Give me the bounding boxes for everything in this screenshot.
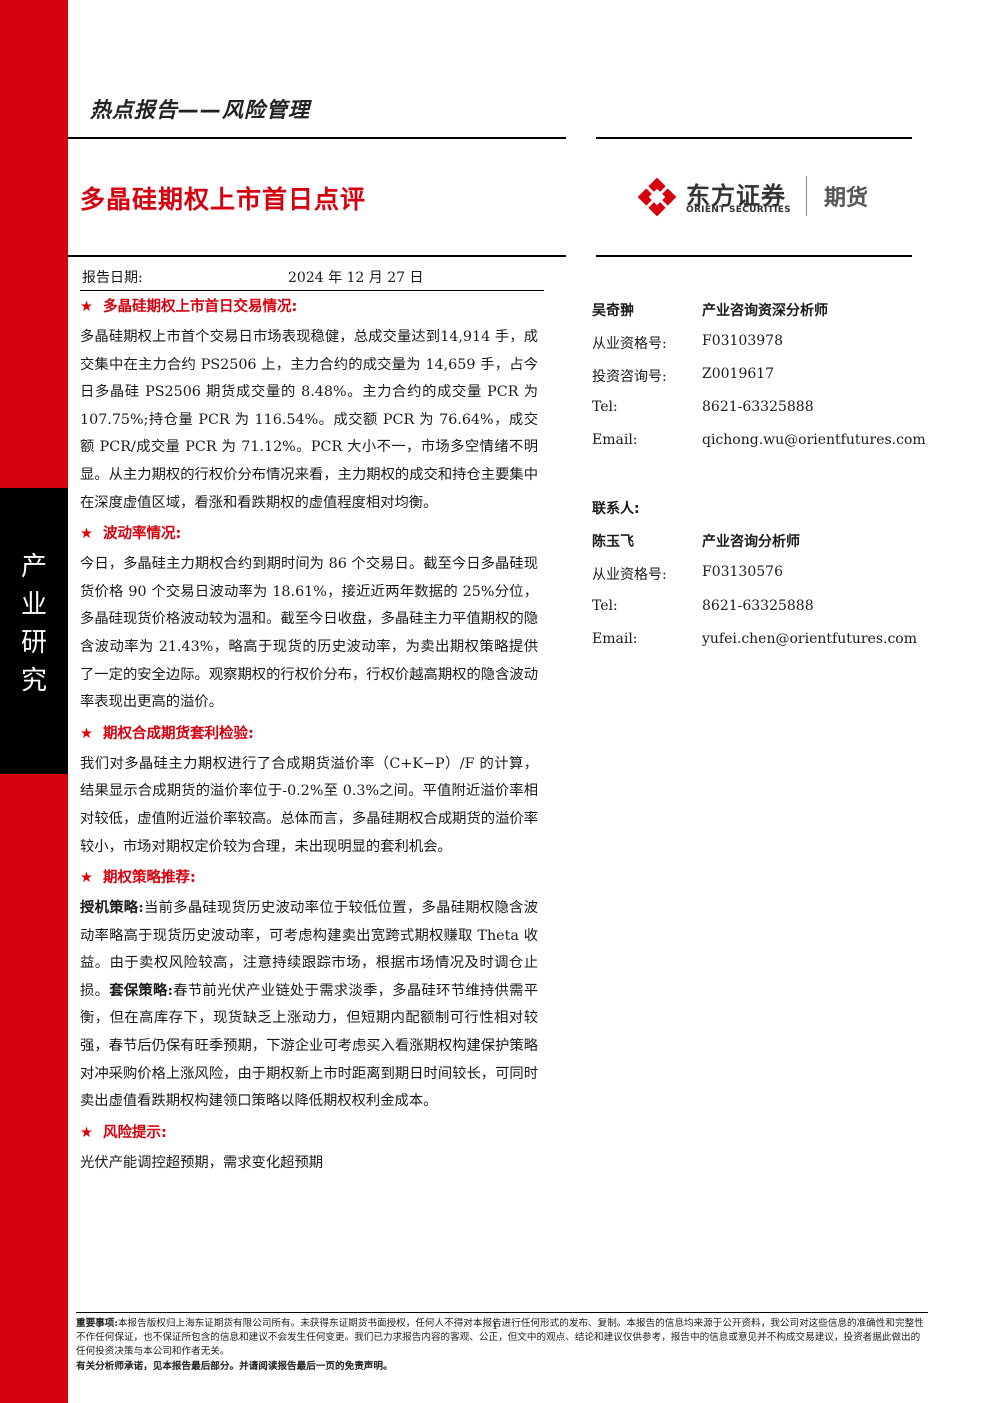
strategy-label: 套保策略:	[109, 982, 173, 999]
report-body: ★ 多晶硅期权上市首日交易情况: 多晶硅期权上市首个交易日市场表现稳健，总成交量达…	[80, 292, 538, 1179]
orient-logo-icon	[637, 177, 677, 217]
section-heading: ★ 波动率情况:	[80, 519, 538, 551]
footer-divider	[76, 1312, 928, 1313]
star-icon: ★	[80, 299, 93, 315]
section-paragraph: 今日，多晶硅主力期权合约到期时间为 86 个交易日。截至今日多晶硅现货价格 90…	[80, 556, 538, 711]
section-heading-text: 风险提示:	[103, 1124, 167, 1141]
report-date-label: 报告日期:	[82, 270, 143, 286]
section-paragraph: 多晶硅期权上市首个交易日市场表现稳健，总成交量达到14,914 手，成交集中在主…	[80, 329, 538, 511]
sidebar-char: 产	[20, 552, 47, 582]
cert-label: 从业资格号:	[592, 336, 667, 352]
email-label: Email:	[592, 432, 638, 448]
strategy-label: 授机策略:	[80, 900, 144, 917]
section-paragraph: 光伏产能调控超预期，需求变化超预期	[80, 1154, 324, 1171]
divider	[68, 137, 566, 139]
email-link[interactable]: qichong.wu@orientfutures.com	[702, 432, 926, 448]
section-heading-text: 期权合成期货套利检验:	[103, 725, 254, 742]
tel-label: Tel:	[592, 598, 618, 614]
section-heading-text: 多晶硅期权上市首日交易情况:	[103, 299, 298, 315]
invest-label: 投资咨询号:	[592, 369, 667, 385]
strategy-text: 当前多晶硅现货历史波动率位于较低位置，多晶硅期权隐含波动率略高于现货历史波动率，…	[80, 900, 539, 999]
sidebar-char: 研	[20, 628, 47, 658]
divider	[596, 255, 912, 257]
sidebar-category-block	[0, 488, 68, 774]
sidebar-category-text: 产 业 研 究	[0, 548, 68, 700]
tel-label: Tel:	[592, 399, 618, 415]
cert-number: F03103978	[702, 333, 783, 349]
report-date-value: 2024 年 12 月 27 日	[288, 270, 424, 286]
page-title: 多晶硅期权上市首日点评	[80, 185, 367, 214]
sidebar-char: 业	[20, 590, 47, 620]
logo-text-cn: 东方证券	[686, 182, 786, 210]
divider	[68, 255, 566, 257]
notice-text: 本报告版权归上海东证期货有限公司所有。未获得东证期货书面授权，任何人不得对本报告…	[76, 1318, 924, 1358]
tel-number: 8621-63325888	[702, 598, 814, 614]
cert-label: 从业资格号:	[592, 567, 667, 583]
notice-label: 重要事项:	[76, 1318, 118, 1329]
star-icon: ★	[80, 870, 93, 887]
invest-number: Z0019617	[702, 366, 775, 382]
star-icon: ★	[80, 725, 93, 742]
analyst-title: 产业咨询资深分析师	[702, 303, 828, 319]
section-heading: ★ 期权合成期货套利检验:	[80, 719, 538, 751]
divider	[80, 290, 544, 291]
strategy-paragraph: 授机策略:当前多晶硅现货历史波动率位于较低位置，多晶硅期权隐含波动率略高于现货历…	[80, 895, 538, 1116]
star-icon: ★	[80, 526, 93, 543]
logo-mark	[637, 177, 677, 217]
email-link[interactable]: yufei.chen@orientfutures.com	[702, 631, 918, 647]
logo-suffix: 期货	[824, 186, 869, 211]
logo-text-en: ORIENT SECURITIES	[686, 205, 791, 215]
analyst-name: 陈玉飞	[592, 534, 634, 550]
contact-label: 联系人:	[592, 501, 640, 517]
page-number: 1	[492, 1321, 499, 1332]
analyst-title: 产业咨询分析师	[702, 534, 800, 550]
email-label: Email:	[592, 631, 638, 647]
divider	[596, 137, 912, 139]
section-heading-text: 波动率情况:	[103, 526, 182, 543]
footer-disclaimer: 重要事项:本报告版权归上海东证期货有限公司所有。未获得东证期货书面授权，任何人不…	[76, 1317, 928, 1374]
section-heading: ★ 多晶硅期权上市首日交易情况:	[80, 292, 538, 324]
logo-separator	[806, 176, 807, 216]
sidebar-char: 究	[20, 666, 47, 696]
star-icon: ★	[80, 1124, 93, 1141]
section-paragraph: 我们对多晶硅主力期权进行了合成期货溢价率（C+K−P）/F 的计算，结果显示合成…	[80, 755, 538, 855]
cert-number: F03130576	[702, 564, 783, 580]
report-category: 热点报告——风险管理	[90, 98, 310, 122]
section-heading-text: 期权策略推荐:	[103, 870, 196, 887]
tel-number: 8621-63325888	[702, 399, 814, 415]
analyst-name: 吴奇翀	[592, 303, 634, 319]
section-heading: ★ 期权策略推荐:	[80, 863, 538, 895]
analyst-promise: 有关分析师承诺，见本报告最后部分。并请阅读报告最后一页的免责声明。	[76, 1360, 393, 1372]
section-heading: ★ 风险提示:	[80, 1118, 538, 1150]
strategy-text: 春节前光伏产业链处于需求淡季，多晶硅环节维持供需平衡，但在高库存下，现货缺乏上涨…	[80, 982, 539, 1110]
